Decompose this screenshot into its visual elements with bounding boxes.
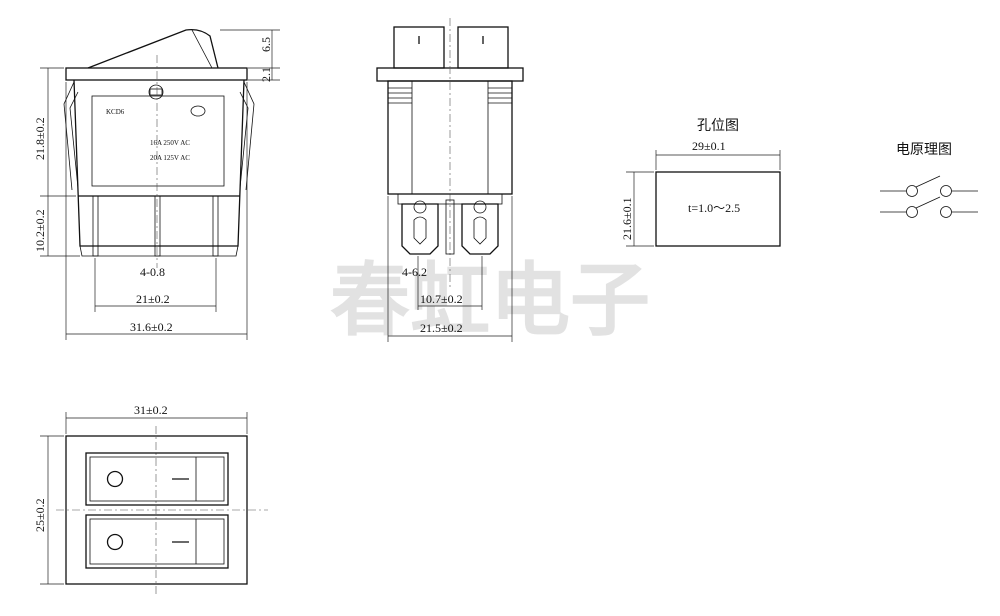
cert-mark (190, 105, 206, 117)
top-frame (65, 435, 248, 585)
cutout-rect (655, 171, 781, 247)
dim-rocker-height: 6.5 (259, 37, 273, 52)
cutout-title: 孔位图 (697, 117, 739, 133)
rating-line-1: 16A 250V AC (150, 139, 190, 147)
dim-flange-thickness: 2.1 (259, 67, 273, 82)
rocker-top-left (393, 26, 445, 69)
tab-left (401, 200, 439, 255)
model-label: KCD6 (106, 108, 125, 116)
top-view: 31±0.2 25±0.2 (33, 403, 268, 596)
pin (154, 195, 161, 257)
dim-top-width: 31±0.2 (134, 403, 168, 417)
rating-line-2: 20A 125V AC (150, 154, 190, 162)
dim-total-width: 31.6±0.2 (130, 320, 173, 334)
dim-pin-count: 4-0.8 (140, 265, 165, 279)
dim-cutout-height: 21.6±0.1 (620, 197, 634, 240)
dim-tab-pitch: 10.7±0.2 (420, 292, 463, 306)
schematic-title: 电原理图 (896, 141, 952, 157)
led-window (148, 84, 164, 100)
front-view: 4-6.2 10.7±0.2 21.5±0.2 (376, 18, 524, 342)
schematic: 电原理图 (880, 141, 978, 218)
dim-body-height: 21.8±0.2 (33, 117, 47, 160)
side-view: KCD6 16A 250V AC 20A 125V AC 6.5 2.1 21.… (33, 28, 280, 340)
dim-top-height: 25±0.2 (33, 498, 47, 532)
panel-thickness: t=1.0～2.5 (688, 201, 740, 215)
rocker-top-right (457, 26, 509, 69)
tab-right (461, 200, 499, 255)
dim-cutout-width: 29±0.1 (692, 139, 726, 153)
pin (92, 195, 99, 257)
switch-body (73, 79, 245, 247)
rocker-cap (87, 28, 219, 69)
off-symbol (106, 533, 124, 551)
rocker-bottom (85, 514, 229, 569)
watermark: 春虹电子 (330, 254, 650, 347)
dim-tab-count: 4-6.2 (402, 265, 427, 279)
panel-cutout: 孔位图 29±0.1 21.6±0.1 t=1.0～2.5 (620, 117, 781, 247)
pin (212, 195, 219, 257)
rocker-top (85, 452, 229, 506)
off-symbol (106, 470, 124, 488)
dim-pin-pitch: 21±0.2 (136, 292, 170, 306)
label-plate (91, 95, 225, 187)
dim-front-width: 21.5±0.2 (420, 321, 463, 335)
flange (65, 67, 248, 81)
dim-pin-height: 10.2±0.2 (33, 209, 47, 252)
